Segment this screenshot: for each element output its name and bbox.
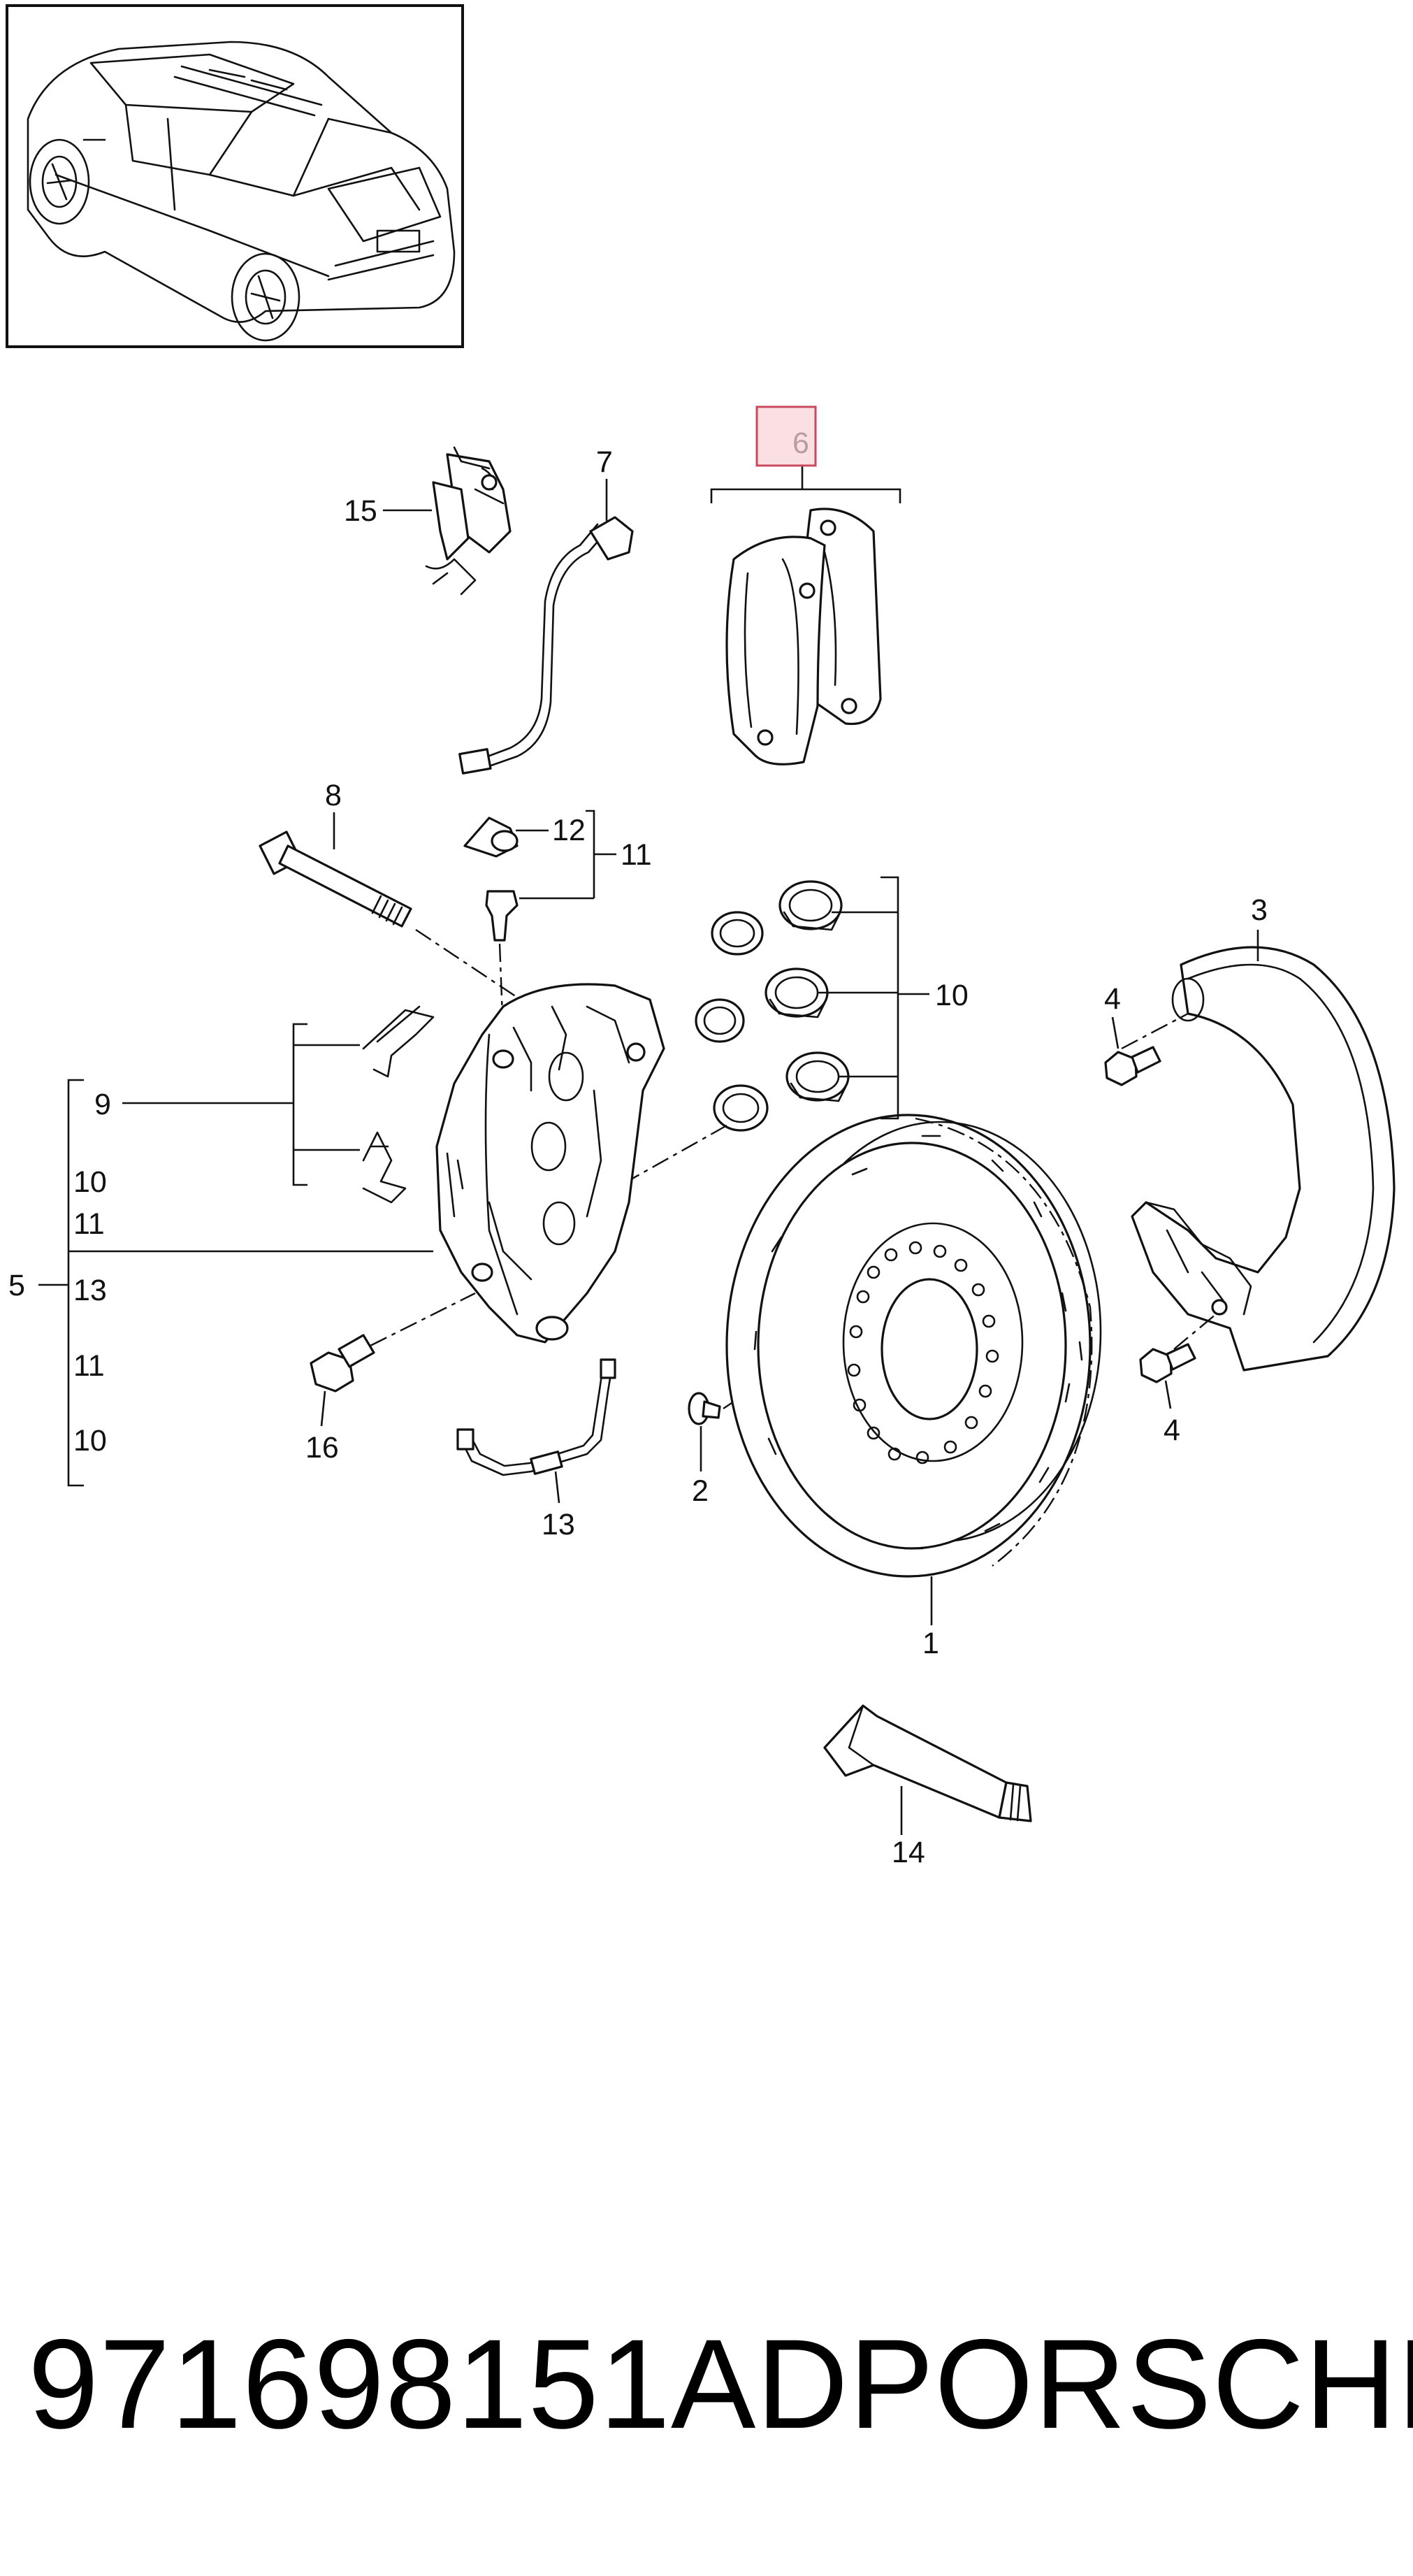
brand-name: PORSCHE bbox=[848, 2312, 1413, 2455]
part-7-wear-sensor bbox=[458, 516, 634, 775]
callout-7: 7 bbox=[596, 445, 613, 479]
part-number: 971698151AD bbox=[28, 2312, 849, 2455]
part-14-grease-tube bbox=[823, 1704, 1032, 1822]
callout-5-bracket-10a: 10 bbox=[73, 1165, 107, 1199]
part-5-caliper bbox=[435, 983, 665, 1344]
callout-1: 1 bbox=[922, 1627, 939, 1660]
callout-5-bracket-11b: 11 bbox=[73, 1349, 105, 1383]
callout-5: 5 bbox=[8, 1269, 25, 1302]
part-12-bleeder-cap bbox=[463, 816, 519, 1035]
callout-9: 9 bbox=[94, 1088, 111, 1121]
callout-5-bracket-13: 13 bbox=[73, 1274, 107, 1307]
callout-6-highlight bbox=[755, 405, 817, 467]
callout-12: 12 bbox=[552, 814, 586, 847]
vehicle-thumbnail bbox=[6, 4, 464, 348]
leader-lines bbox=[38, 465, 1259, 1835]
callout-13: 13 bbox=[542, 1508, 575, 1541]
part-4-shield-bolt-lower bbox=[1139, 1343, 1196, 1383]
part-9-springs bbox=[362, 1005, 435, 1204]
footer: 971698151AD PORSCHE bbox=[0, 2314, 1413, 2454]
callout-4-lower: 4 bbox=[1164, 1413, 1180, 1447]
callout-2: 2 bbox=[692, 1474, 709, 1508]
callout-5-bracket-11a: 11 bbox=[73, 1207, 105, 1241]
callout-14: 14 bbox=[892, 1836, 925, 1869]
callout-15: 15 bbox=[344, 494, 377, 528]
callout-5-bracket-10b: 10 bbox=[73, 1424, 107, 1458]
callout-8: 8 bbox=[325, 779, 342, 812]
part-13-brake-hose bbox=[456, 1358, 616, 1476]
part-10-piston-seals bbox=[614, 880, 850, 1190]
callout-11: 11 bbox=[621, 838, 652, 872]
callout-3: 3 bbox=[1251, 893, 1268, 927]
callout-10: 10 bbox=[935, 979, 969, 1012]
callout-labels: 15 7 6 8 12 11 10 3 4 4 9 10 11 5 13 11 … bbox=[8, 426, 1268, 1869]
part-16-mount-bolt bbox=[310, 1292, 476, 1393]
part-1-brake-disc bbox=[725, 1114, 1102, 1578]
callout-4-upper: 4 bbox=[1104, 982, 1121, 1016]
part-4-shield-bolt-upper bbox=[1104, 1046, 1161, 1086]
part-15-clip-bracket bbox=[425, 446, 512, 596]
part-3-splash-shield bbox=[1121, 946, 1396, 1372]
part-8-bolt bbox=[259, 830, 532, 1007]
part-6-brake-pads bbox=[725, 508, 882, 765]
callout-16: 16 bbox=[305, 1431, 339, 1465]
